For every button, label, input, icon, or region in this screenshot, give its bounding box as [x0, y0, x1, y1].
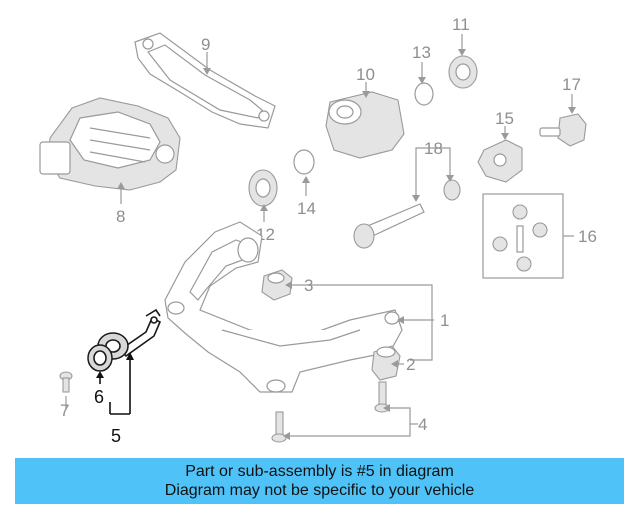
part-13-o-ring: [414, 62, 434, 106]
part-17-flange: [539, 94, 587, 147]
part-5-link-assembly: [97, 308, 162, 414]
part-6-bushing: [87, 344, 130, 415]
part-12-seal: [248, 169, 278, 222]
callout-17: 17: [562, 75, 581, 94]
part-16-gear-set: [482, 193, 574, 279]
callout-15: 15: [495, 109, 514, 128]
part-18-axle-shaft: [353, 147, 461, 249]
callout-14: 14: [297, 199, 316, 218]
part-10-carrier: [325, 82, 405, 159]
part-11-seal-cap: [448, 34, 478, 89]
callout-11: 11: [452, 15, 470, 34]
callout-16: 16: [578, 227, 597, 246]
part-9-mount-bracket: [134, 32, 276, 129]
callout-3: 3: [304, 276, 313, 295]
part-8-housing: [39, 97, 181, 204]
part-15-diff-case: [477, 126, 523, 183]
part-3-bushing: [261, 269, 433, 361]
callout-4: 4: [418, 415, 427, 434]
part-2-bushing: [371, 345, 404, 381]
info-banner: Part or sub-assembly is #5 in diagram Di…: [15, 458, 624, 504]
callout-7: 7: [60, 401, 69, 420]
callout-5: 5: [111, 426, 121, 446]
callout-2: 2: [406, 355, 415, 374]
callout-10: 10: [356, 65, 375, 84]
parts-diagram: 9 8 10 13 11 17: [39, 15, 597, 446]
callout-18: 18: [424, 139, 443, 158]
callout-13: 13: [412, 43, 431, 62]
callout-9: 9: [201, 35, 210, 54]
part-14-o-ring: [293, 149, 315, 196]
callout-8: 8: [116, 207, 125, 226]
callout-1: 1: [440, 311, 449, 330]
banner-line-1: Part or sub-assembly is #5 in diagram: [185, 463, 454, 480]
part-1-subframe: [164, 221, 434, 393]
part-7-bolt: [59, 371, 73, 410]
part-4-bolts: [271, 381, 418, 443]
banner-line-2: Diagram may not be specific to your vehi…: [164, 482, 475, 499]
callout-6: 6: [94, 387, 104, 407]
